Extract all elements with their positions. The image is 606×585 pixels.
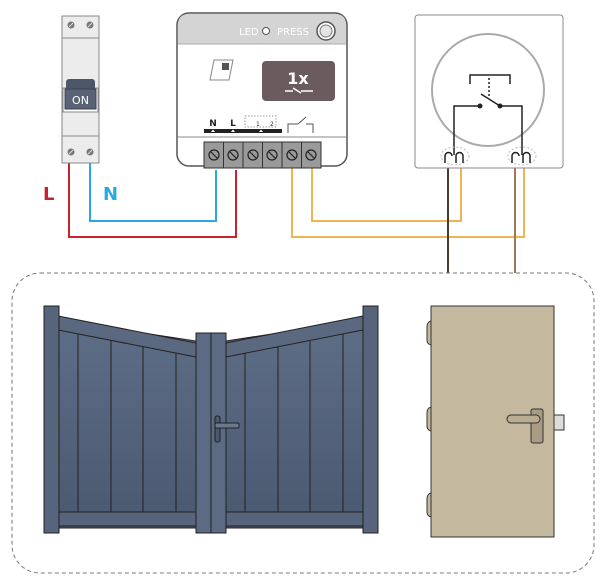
neutral-wire [89, 160, 217, 222]
gate-post-right [362, 305, 379, 534]
terminal-label-s1: 1 [256, 121, 260, 128]
control-wire-1 [291, 162, 525, 238]
pushbutton[interactable] [414, 14, 564, 169]
led-indicator [262, 27, 270, 35]
door [426, 305, 565, 538]
wires [68, 160, 525, 273]
screw-icon [86, 148, 94, 156]
control-wire-2 [311, 162, 462, 222]
terminal-label-s2: 2 [270, 121, 274, 128]
double-gate [43, 305, 379, 534]
relay-module: LED PRESS 1x N L 1 2 [176, 12, 348, 169]
devices-container [11, 272, 595, 574]
relay-contact-icon [287, 116, 314, 133]
press-button[interactable] [316, 21, 336, 41]
screw-icon [67, 148, 75, 156]
screw-icon [67, 21, 75, 29]
neutral-label: N [103, 184, 118, 205]
door-latch [553, 414, 565, 431]
switch-symbol-icon [285, 87, 313, 94]
door-handle-icon [506, 408, 544, 444]
gate-handle-icon [214, 415, 240, 443]
led-label: LED [239, 27, 259, 38]
pushbutton-terminals [440, 146, 537, 166]
press-label: PRESS [277, 27, 309, 38]
terminal-label-n: N [209, 119, 217, 129]
logo-icon [209, 59, 234, 81]
terminal-label-l: L [230, 119, 236, 129]
terminal-block [203, 141, 322, 169]
mode-badge [262, 61, 335, 101]
line-label: L [43, 184, 54, 205]
line-wire [68, 160, 237, 238]
circuit-breaker: ON [61, 15, 100, 164]
terminal-screws [208, 149, 317, 161]
gate-post-left [43, 305, 60, 534]
pushbutton-symbol-icon [453, 74, 523, 155]
breaker-state-label: ON [72, 94, 89, 107]
screw-icon [86, 21, 94, 29]
mode-label: 1x [287, 69, 309, 88]
